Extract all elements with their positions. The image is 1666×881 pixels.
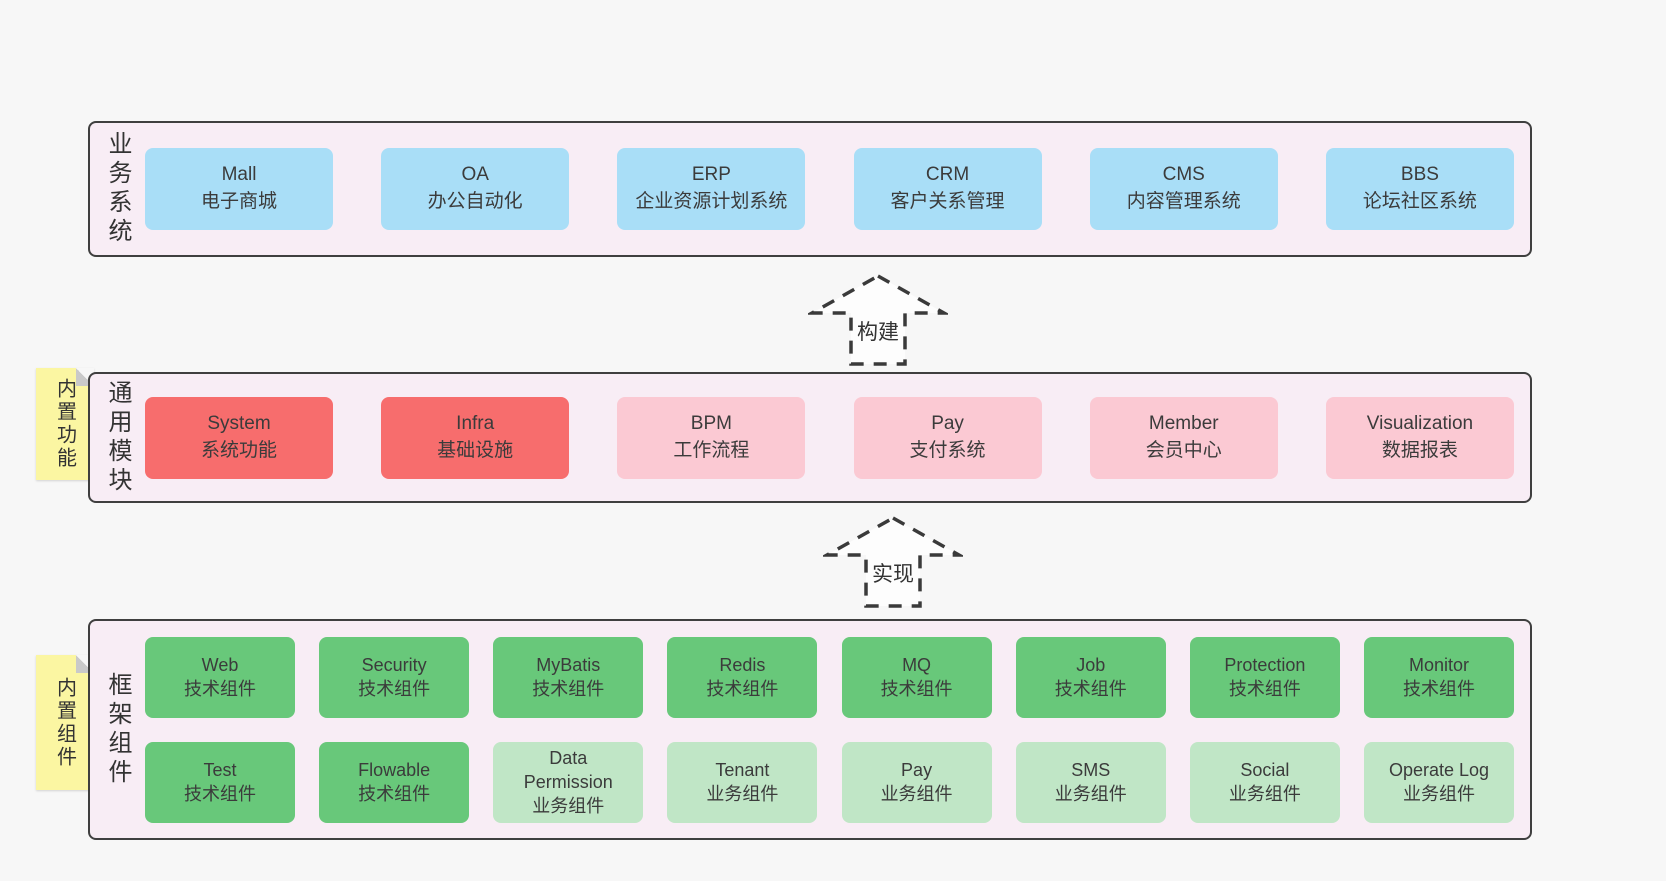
section-label-components: 框架组件: [90, 621, 145, 838]
modules-box-row: System 系统功能 Infra 基础设施 BPM 工作流程 Pay 支付系统…: [145, 374, 1530, 501]
box-operate-log: Operate Log 业务组件: [1363, 741, 1514, 823]
dashed-up-arrow-icon: [823, 515, 963, 608]
box-oa: OA 办公自动化: [381, 148, 570, 230]
box-mybatis: MyBatis 技术组件: [493, 636, 644, 718]
box-visualization: Visualization 数据报表: [1325, 396, 1514, 479]
box-infra: Infra 基础设施: [381, 396, 570, 479]
dashed-up-arrow-icon: [808, 273, 948, 366]
box-web: Web 技术组件: [145, 636, 295, 718]
section-label-text: 框架组件: [104, 671, 131, 788]
components-row-2: Test 技术组件 Flowable 技术组件 Data Permission …: [145, 741, 1514, 823]
box-test: Test 技术组件: [145, 741, 295, 823]
sticky-note-builtin-features: 内置功能: [36, 368, 94, 480]
sticky-note-label: 内置组件: [53, 676, 76, 769]
section-label-business: 业务系统: [90, 123, 145, 255]
box-sms: SMS 业务组件: [1015, 741, 1166, 823]
section-label-text: 业务系统: [104, 131, 131, 247]
box-data-permission: Data Permission 业务组件: [493, 741, 644, 823]
section-framework-components: 框架组件 Web 技术组件 Security 技术组件 MyBatis 技术组件…: [88, 619, 1532, 840]
box-security: Security 技术组件: [319, 636, 470, 718]
box-job: Job 技术组件: [1015, 636, 1166, 718]
box-tenant: Tenant 业务组件: [667, 741, 818, 823]
arrow-build-label: 构建: [857, 321, 899, 344]
box-erp: ERP 企业资源计划系统: [617, 148, 806, 230]
box-flowable: Flowable 技术组件: [319, 741, 470, 823]
box-member: Member 会员中心: [1089, 396, 1278, 479]
box-monitor: Monitor 技术组件: [1363, 636, 1514, 718]
box-bbs: BBS 论坛社区系统: [1325, 148, 1514, 230]
business-box-row: Mall 电子商城 OA 办公自动化 ERP 企业资源计划系统 CRM 客户关系…: [145, 123, 1530, 255]
section-common-modules: 通用模块 System 系统功能 Infra 基础设施 BPM 工作流程 Pay…: [88, 372, 1532, 503]
sticky-note-label: 内置功能: [53, 378, 76, 470]
components-row-1: Web 技术组件 Security 技术组件 MyBatis 技术组件 Redi…: [145, 636, 1514, 718]
sticky-note-builtin-components: 内置组件: [36, 655, 94, 790]
box-redis: Redis 技术组件: [667, 636, 818, 718]
components-rows: Web 技术组件 Security 技术组件 MyBatis 技术组件 Redi…: [145, 621, 1530, 838]
box-bpm: BPM 工作流程: [617, 396, 806, 479]
box-protection: Protection 技术组件: [1189, 636, 1340, 718]
box-system: System 系统功能: [145, 396, 333, 479]
arrow-build: 构建: [808, 272, 948, 368]
arrow-implement-label: 实现: [872, 563, 914, 586]
section-business-systems: 业务系统 Mall 电子商城 OA 办公自动化 ERP 企业资源计划系统 CRM…: [88, 121, 1532, 257]
box-crm: CRM 客户关系管理: [853, 148, 1042, 230]
box-pay: Pay 支付系统: [853, 396, 1042, 479]
box-pay: Pay 业务组件: [841, 741, 992, 823]
box-social: Social 业务组件: [1189, 741, 1340, 823]
section-label-modules: 通用模块: [90, 374, 145, 501]
box-mq: MQ 技术组件: [841, 636, 992, 718]
box-cms: CMS 内容管理系统: [1089, 148, 1278, 230]
box-mall: Mall 电子商城: [145, 148, 333, 230]
section-label-text: 通用模块: [104, 379, 131, 496]
arrow-implement: 实现: [823, 514, 963, 610]
